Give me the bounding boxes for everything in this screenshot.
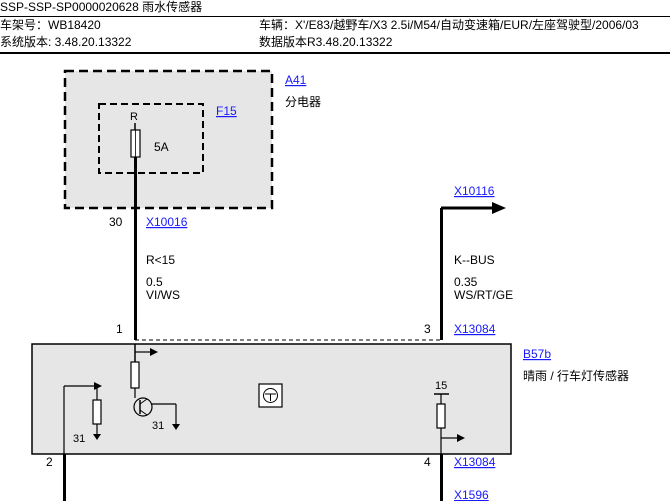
conn-x13084-bottom-link[interactable]: X13084: [454, 455, 496, 469]
a41-name: 分电器: [285, 95, 321, 109]
conn-x10016-pin: 30: [109, 215, 123, 229]
ground-left-symbol: [93, 434, 101, 440]
header-row-1: 车架号：WB18420 车辆：X'/E83/越野车/X3 2.5i/M54/自动…: [0, 18, 670, 34]
pin-1-label: 1: [116, 322, 123, 336]
b57b-link[interactable]: B57b: [523, 347, 551, 361]
wire-right-color: WS/RT/GE: [454, 288, 513, 302]
int-resistor-3: [436, 403, 446, 429]
int-right-arrow: [457, 434, 465, 442]
wire-right-size: 0.35: [454, 275, 478, 289]
header-row-2: 系统版本: 3.48.20.13322 数据版本R3.48.20.13322: [0, 35, 670, 51]
pin-4-label: 4: [424, 455, 431, 469]
conn-x1596-link[interactable]: X1596: [454, 488, 489, 501]
f15-link[interactable]: F15: [216, 104, 237, 118]
kbus-arrow-head: [492, 202, 506, 214]
wire-left-signal: R<15: [146, 253, 175, 267]
ground-left-label: 31: [73, 433, 85, 445]
transistor-emitter: [139, 409, 148, 416]
chassis-number: 车架号：WB18420: [0, 18, 101, 32]
vehicle-info: 车辆：X'/E83/越野车/X3 2.5i/M54/自动变速箱/EUR/左座驾驶…: [259, 18, 639, 32]
b57b-name: 晴雨 / 行车灯传感器: [523, 368, 629, 383]
ground-mid-symbol: [172, 424, 180, 430]
pin-2-label: 2: [46, 455, 53, 469]
document-title: SSP-SSP-SP0000020628 雨水传感器: [0, 0, 670, 17]
pin-3-label: 3: [424, 322, 431, 336]
f15-box: [98, 103, 204, 174]
fuse-pin-label: R: [130, 111, 138, 123]
int-arrow-head: [150, 348, 158, 356]
int-left-arrow: [94, 382, 102, 390]
data-version: 数据版本R3.48.20.13322: [259, 35, 393, 49]
pin-15-label: 15: [435, 380, 447, 392]
header-divider: [0, 52, 670, 54]
conn-x13084-top-link[interactable]: X13084: [454, 322, 496, 336]
system-version: 系统版本: 3.48.20.13322: [0, 35, 132, 49]
wire-left-color: VI/WS: [146, 288, 180, 302]
sensor-symbol-circle: [263, 388, 278, 403]
transistor-symbol: [133, 397, 153, 417]
int-resistor-2: [92, 399, 102, 425]
transistor-collector: [139, 398, 148, 405]
fuse-rating: 5A: [154, 140, 169, 154]
a41-link[interactable]: A41: [285, 73, 307, 87]
wire-left-size: 0.5: [146, 275, 163, 289]
int-resistor-1: [130, 361, 140, 389]
conn-x10016-link[interactable]: X10016: [146, 215, 188, 229]
wire-right-signal: K--BUS: [454, 253, 495, 267]
conn-x10116-link[interactable]: X10116: [454, 184, 495, 198]
ground-mid-label: 31: [152, 420, 164, 432]
